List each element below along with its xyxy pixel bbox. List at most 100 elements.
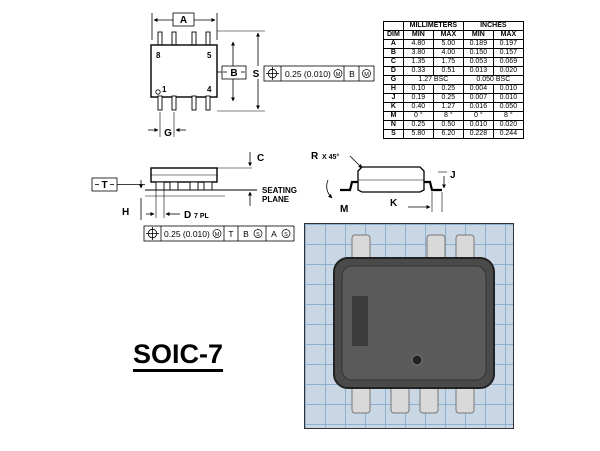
table-cell: 0.020 <box>492 66 524 76</box>
dimension-table: MILLIMETERS INCHES DIM MIN MAX MIN MAX A… <box>383 21 524 139</box>
pin-4-label: 4 <box>207 85 212 94</box>
pin1-dot <box>155 89 161 95</box>
table-cell: S <box>383 129 404 139</box>
datum-t-label: T <box>101 180 107 191</box>
fcf-top-datum: B <box>349 69 355 79</box>
side-view: T C SEATING PLANE H D 7 PL <box>91 152 297 242</box>
table-col-in-min: MIN <box>462 30 494 40</box>
table-col-mm-min: MIN <box>402 30 434 40</box>
fcf-bottom-datum-2-modifier: S <box>256 232 260 238</box>
fcf-bottom-datum-3-modifier: S <box>284 232 288 238</box>
table-cell: 0.069 <box>492 57 524 67</box>
dim-h-label: H <box>122 207 129 218</box>
table-col-dim: DIM <box>383 30 404 40</box>
top-view: A 8 5 1 4 B S <box>148 12 375 139</box>
table-col-mm-max: MAX <box>432 30 464 40</box>
table-cell: G <box>383 75 404 85</box>
table-cell: B <box>383 48 404 58</box>
table-cell: N <box>383 120 404 130</box>
table-cell: 0.050 BSC <box>462 75 524 85</box>
table-cell: 1.75 <box>432 57 464 67</box>
table-cell: 0.197 <box>492 39 524 49</box>
table-cell: 0.25 <box>432 84 464 94</box>
table-cell: K <box>383 102 404 112</box>
table-cell: 0.157 <box>492 48 524 58</box>
fcf-top-datum-modifier: M <box>364 72 369 78</box>
table-cell: 0.050 <box>492 102 524 112</box>
table-cell: 0.51 <box>432 66 464 76</box>
table-cell: 0 ° <box>462 111 494 121</box>
pin-8-label: 8 <box>156 51 161 60</box>
table-cell: 6.20 <box>432 129 464 139</box>
table-cell: 3.80 <box>402 48 434 58</box>
table-cell: 5.80 <box>402 129 434 139</box>
table-col-in-max: MAX <box>492 30 524 40</box>
pin-5-label: 5 <box>207 51 212 60</box>
table-cell: D <box>383 66 404 76</box>
chip-photo <box>304 223 514 429</box>
seating-plane-line2: PLANE <box>262 195 290 204</box>
fcf-bottom-datum-1: T <box>228 229 233 239</box>
table-header-inches: INCHES <box>462 21 524 31</box>
dim-d-note: 7 PL <box>194 213 210 220</box>
fcf-top: 0.25 (0.010) M B M <box>263 65 375 82</box>
end-view: R X 45° J K M <box>311 151 456 215</box>
table-cell: 5.00 <box>432 39 464 49</box>
top-view-body <box>150 44 218 98</box>
table-cell: 0.004 <box>462 84 494 94</box>
table-cell: 0.010 <box>492 93 524 103</box>
table-cell: J <box>383 93 404 103</box>
table-cell: 0.010 <box>462 120 494 130</box>
table-cell: 0.50 <box>432 120 464 130</box>
dim-r-label: R <box>311 151 319 162</box>
table-cell: 8 ° <box>492 111 524 121</box>
fcf-bottom-tolerance: 0.25 (0.010) <box>164 229 210 239</box>
fcf-bottom-datum-3: A <box>271 229 277 239</box>
table-cell: 0.228 <box>462 129 494 139</box>
table-cell: M <box>383 111 404 121</box>
table-cell: 0.013 <box>462 66 494 76</box>
dim-r-note: X 45° <box>322 153 339 161</box>
dim-g-label: G <box>164 128 172 139</box>
dim-j-label: J <box>450 170 456 181</box>
package-title: SOIC-7 <box>133 339 224 372</box>
fcf-top-tolerance: 0.25 (0.010) <box>285 69 331 79</box>
table-cell: 4.80 <box>402 39 434 49</box>
table-cell: 0 ° <box>402 111 434 121</box>
table-cell: 0.25 <box>432 93 464 103</box>
table-cell: 0.244 <box>492 129 524 139</box>
fcf-bottom-modifier: M <box>215 232 220 238</box>
table-cell: 0.053 <box>462 57 494 67</box>
datum-b-label: B <box>230 68 237 79</box>
table-cell: 1.27 <box>432 102 464 112</box>
table-cell: 0.10 <box>402 84 434 94</box>
dim-c-label: C <box>257 153 264 164</box>
table-cell: 1.35 <box>402 57 434 67</box>
table-cell: 0.007 <box>462 93 494 103</box>
table-cell: 1.27 BSC <box>402 75 464 85</box>
table-cell: C <box>383 57 404 67</box>
table-header-row-2: DIM MIN MAX MIN MAX <box>383 30 524 40</box>
table-header-row-1: MILLIMETERS INCHES <box>383 21 524 31</box>
table-cell: H <box>383 84 404 94</box>
table-cell: 8 ° <box>432 111 464 121</box>
table-cell: 0.150 <box>462 48 494 58</box>
table-cell: 0.40 <box>402 102 434 112</box>
dim-s-label: S <box>253 69 260 80</box>
table-header-blank <box>383 21 404 31</box>
table-cell: 0.020 <box>492 120 524 130</box>
table-cell: 0.016 <box>462 102 494 112</box>
fcf-top-modifier: M <box>336 72 341 78</box>
table-header-millimeters: MILLIMETERS <box>402 21 464 31</box>
table-cell: 0.19 <box>402 93 434 103</box>
dim-a-label: A <box>180 15 187 26</box>
table-cell: 0.189 <box>462 39 494 49</box>
